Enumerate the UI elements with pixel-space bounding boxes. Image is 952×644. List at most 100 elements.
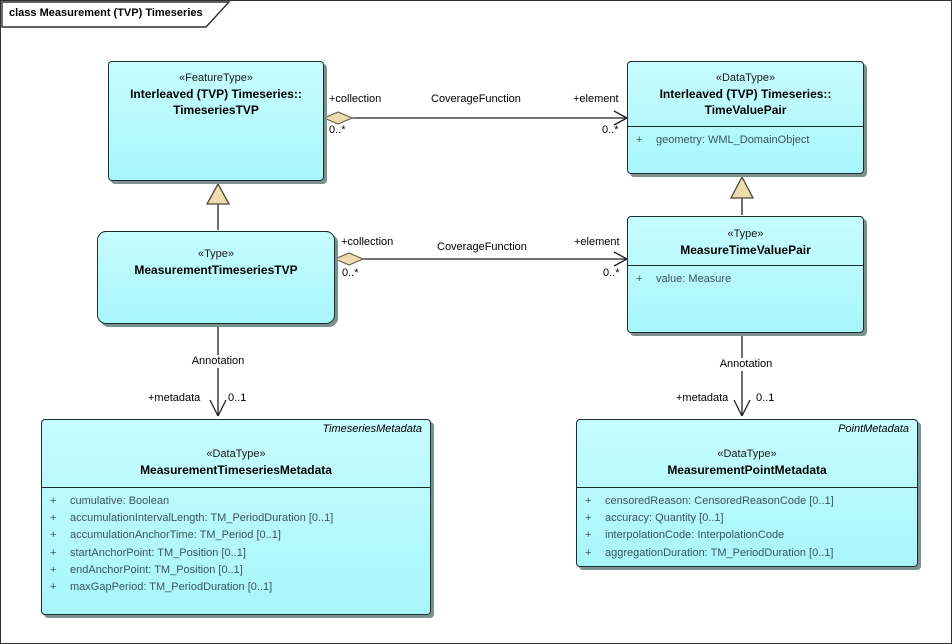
attribute-text: censoredReason: CensoredReasonCode [0..1… xyxy=(605,495,834,507)
attributes-compartment: + censoredReason: CensoredReasonCode [0..… xyxy=(577,487,917,562)
class-name: MeasurementPointMetadata xyxy=(577,462,917,478)
attribute-row: + interpolationCode: InterpolationCode xyxy=(585,527,913,544)
attribute-visibility: + xyxy=(585,495,592,507)
class-box-time-value-pair: «DataType» Interleaved (TVP) Timeseries:… xyxy=(627,61,864,174)
annotation-connector-right xyxy=(733,334,751,417)
class-name-line: MeasurementPointMetadata xyxy=(667,463,827,477)
attribute-visibility: + xyxy=(50,529,57,542)
multiplicity-label: 0..1 xyxy=(228,392,247,404)
attribute-row: + startAnchorPoint: TM_Position [0..1] xyxy=(50,545,426,562)
attribute-visibility: + xyxy=(50,546,57,559)
class-name-line: TimeseriesTVP xyxy=(173,103,259,117)
class-name: Interleaved (TVP) Timeseries::Timeseries… xyxy=(109,86,323,118)
attribute-text: value: Measure xyxy=(656,273,732,285)
association-coverage-middle xyxy=(333,251,629,267)
attributes-compartment: + value: Measure xyxy=(628,265,863,288)
class-header: «Type» MeasurementTimeseriesTVP xyxy=(98,232,334,278)
role-label-element: +element xyxy=(574,236,620,248)
attribute-row: + aggregationDuration: TM_PeriodDuration … xyxy=(585,545,913,562)
stereotype-label: «FeatureType» xyxy=(179,72,253,84)
stereotype-label: «DataType» xyxy=(206,448,266,460)
class-name-line: TimeValuePair xyxy=(704,103,787,117)
diagram-title: class Measurement (TVP) Timeseries xyxy=(9,7,203,19)
annotation-label: Annotation xyxy=(188,355,248,368)
association-name-coverage-function: CoverageFunction xyxy=(437,241,527,253)
class-box-timeseries-tvp: «FeatureType» Interleaved (TVP) Timeseri… xyxy=(108,61,324,181)
attribute-visibility: + xyxy=(50,563,57,576)
attribute-visibility: + xyxy=(50,512,57,525)
role-label-element: +element xyxy=(573,93,619,105)
association-name-coverage-function: CoverageFunction xyxy=(431,93,521,105)
annotation-connector-left xyxy=(209,324,227,417)
attribute-text: startAnchorPoint: TM_Position [0..1] xyxy=(70,546,246,559)
attribute-visibility: + xyxy=(585,512,592,525)
open-arrowhead-down xyxy=(209,399,227,417)
attribute-row: + geometry: WML_DomainObject xyxy=(636,132,859,149)
multiplicity-label: 0..* xyxy=(603,267,620,279)
attribute-text: maxGapPeriod: TM_PeriodDuration [0..1] xyxy=(70,581,273,594)
multiplicity-label: 0..* xyxy=(342,267,359,279)
class-header: «FeatureType» Interleaved (TVP) Timeseri… xyxy=(109,62,323,118)
open-arrowhead xyxy=(613,251,629,267)
role-label-collection: +collection xyxy=(329,93,382,105)
parent-type-label: TimeseriesMetadata xyxy=(322,423,422,435)
multiplicity-label: 0..1 xyxy=(756,392,775,404)
stereotype-label: «DataType» xyxy=(717,448,777,460)
class-box-measure-time-value-pair: «Type» MeasureTimeValuePair + value: Meas… xyxy=(627,216,864,333)
generalization-triangle xyxy=(205,182,231,205)
attribute-visibility: + xyxy=(636,134,643,146)
attribute-visibility: + xyxy=(50,581,57,594)
attribute-row: + value: Measure xyxy=(636,271,859,288)
annotation-label: Annotation xyxy=(716,358,776,371)
attributes-compartment: + cumulative: Boolean +accumulationInterv… xyxy=(42,487,430,596)
attribute-visibility: + xyxy=(636,273,643,285)
attribute-text: endAnchorPoint: TM_Position [0..1] xyxy=(70,563,243,576)
attribute-row: +accumulationIntervalLength: TM_PeriodDu… xyxy=(50,510,426,527)
class-header: «DataType» Interleaved (TVP) Timeseries:… xyxy=(628,62,863,126)
stereotype-label: «Type» xyxy=(727,228,764,240)
aggregation-diamond xyxy=(322,111,354,125)
attribute-text: accuracy: Quantity [0..1] xyxy=(605,512,724,525)
role-label-metadata: +metadata xyxy=(676,392,729,404)
class-header: «Type» MeasureTimeValuePair xyxy=(628,217,863,265)
attribute-row: +accumulationAnchorTime: TM_Period [0..1… xyxy=(50,527,426,544)
aggregation-diamond xyxy=(333,252,365,266)
open-arrowhead-down xyxy=(733,399,751,417)
class-box-measurement-point-metadata: PointMetadata «DataType» MeasurementPoin… xyxy=(576,419,918,567)
class-box-measurement-timeseries-tvp: «Type» MeasurementTimeseriesTVP xyxy=(97,231,335,324)
class-name: Interleaved (TVP) Timeseries::TimeValueP… xyxy=(628,86,863,118)
association-coverage-top xyxy=(322,110,629,126)
multiplicity-label: 0..* xyxy=(602,124,619,136)
attribute-visibility: + xyxy=(585,546,592,559)
attribute-text: cumulative: Boolean xyxy=(70,495,170,507)
parent-type-label: PointMetadata xyxy=(838,423,909,435)
attribute-row: + maxGapPeriod: TM_PeriodDuration [0..1] xyxy=(50,579,426,596)
attribute-text: interpolationCode: InterpolationCode xyxy=(605,529,785,542)
class-name-line: Interleaved (TVP) Timeseries:: xyxy=(659,87,832,101)
attributes-compartment: + geometry: WML_DomainObject xyxy=(628,126,863,149)
attribute-text: geometry: WML_DomainObject xyxy=(656,134,810,146)
class-box-measurement-timeseries-metadata: TimeseriesMetadata «DataType» Measuremen… xyxy=(41,419,431,615)
role-label-collection: +collection xyxy=(341,236,394,248)
attribute-row: + cumulative: Boolean xyxy=(50,493,426,510)
attribute-row: + endAnchorPoint: TM_Position [0..1] xyxy=(50,562,426,579)
open-arrowhead xyxy=(613,110,629,126)
class-name: MeasurementTimeseriesTVP xyxy=(98,262,334,278)
attribute-text: aggregationDuration: TM_PeriodDuration [… xyxy=(605,546,834,559)
stereotype-label: «Type» xyxy=(197,248,235,260)
multiplicity-label: 0..* xyxy=(329,124,346,136)
class-name-line: MeasureTimeValuePair xyxy=(680,243,811,257)
attribute-visibility: + xyxy=(50,495,57,507)
attribute-row: + accuracy: Quantity [0..1] xyxy=(585,510,913,527)
generalization-left xyxy=(205,182,231,230)
class-name: MeasureTimeValuePair xyxy=(628,242,863,258)
role-label-metadata: +metadata xyxy=(148,392,201,404)
class-header: TimeseriesMetadata «DataType» Measuremen… xyxy=(42,420,430,487)
class-name-line: MeasurementTimeseriesMetadata xyxy=(140,463,332,477)
stereotype-label: «DataType» xyxy=(715,72,776,84)
class-name-line: Interleaved (TVP) Timeseries:: xyxy=(130,87,302,101)
attribute-visibility: + xyxy=(585,529,592,542)
class-name-line: MeasurementTimeseriesTVP xyxy=(134,263,298,277)
generalization-triangle xyxy=(729,175,755,199)
